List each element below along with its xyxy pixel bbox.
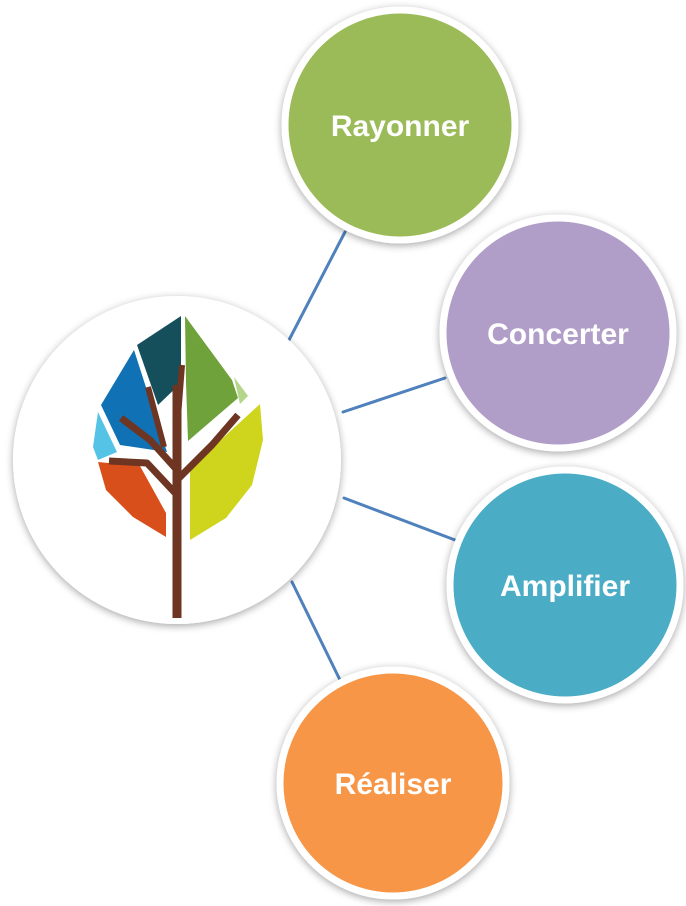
leaf-segment-light-blue [93,412,117,460]
connector-rayonner [287,230,347,342]
node-realiser: Réaliser [276,666,510,900]
leaf-segment-dark-teal [137,316,181,405]
node-rayonner-circle [281,6,519,244]
node-rayonner-label: Rayonner [331,110,470,143]
connectors [287,230,457,682]
node-concerter-label: Concerter [487,318,629,351]
connector-realiser [290,580,342,682]
leaf-segment-orange [98,462,166,537]
node-amplifier-circle [446,466,684,704]
connector-amplifier [342,496,457,542]
leaf-segment-blue [101,350,167,452]
node-concerter-circle [439,214,677,452]
tree-trunk [108,364,241,618]
node-rayonner: Rayonner [281,6,519,244]
leaf-segment-light-green [234,377,248,404]
node-concerter: Concerter [439,214,677,452]
node-amplifier-label: Amplifier [500,570,630,603]
leaf-segment-yellow [190,404,263,540]
tree-leaf-logo-icon [93,316,263,618]
node-realiser-label: Réaliser [335,768,452,801]
node-realiser-circle [276,666,510,900]
leaf-segment-green [185,316,238,441]
hub [13,296,341,624]
connector-concerter [341,376,447,414]
node-amplifier: Amplifier [446,466,684,704]
